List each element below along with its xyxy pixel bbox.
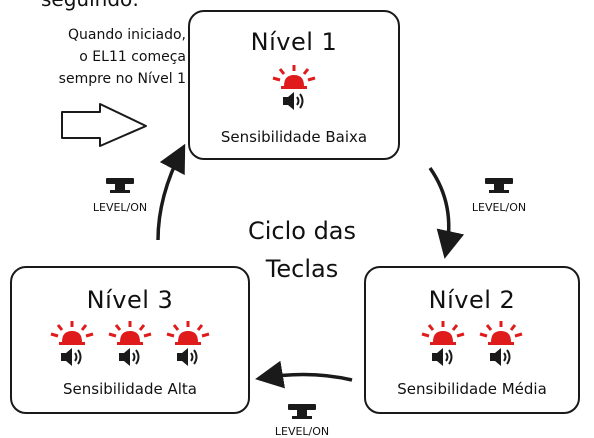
level-1-title: Nível 1 [250,28,338,56]
key-label-left: LEVEL/ON [92,201,148,214]
level-3-title: Nível 3 [86,286,174,314]
arrow-level3-to-level1 [156,143,186,241]
intro-line-3: sempre no Nível 1 [58,71,186,87]
level-2-sensitivity: Sensibilidade Média [397,380,547,398]
key-button-icon [106,178,134,193]
cycle-label-line-2: Teclas [265,255,339,283]
level-2-title: Nível 2 [428,286,516,314]
level-1-box: Nível 1 Sensibilidade Baixa [188,10,400,160]
cycle-label: Ciclo das Teclas [232,212,372,288]
key-label-bottom: LEVEL/ON [274,425,330,438]
siren-icon [108,321,152,345]
siren-icon [479,321,523,345]
cut-off-top-text: seguindo: [0,0,180,11]
arrow-level1-to-level2 [428,166,465,259]
level-2-box: Nível 2 Sensibilidade Média [364,266,580,414]
alarm-unit [49,320,95,368]
siren-icon [50,321,94,345]
speaker-icon [283,92,304,110]
intro-text: Quando iniciado, o EL11 começa sempre no… [0,24,186,90]
speaker-icon [61,348,82,366]
intro-line-2: o EL11 começa [79,49,186,65]
key-button-icon [485,178,513,193]
arrow-level2-to-level3 [255,360,353,389]
level-1-sensitivity: Sensibilidade Baixa [220,128,368,146]
level-3-icons [12,320,248,368]
intro-line-1: Quando iniciado, [68,27,186,43]
alarm-unit [478,320,524,368]
alarm-unit [420,320,466,368]
alarm-unit [107,320,153,368]
key-label-right: LEVEL/ON [471,201,527,214]
start-arrow-icon [61,103,147,147]
alarm-unit [165,320,211,368]
level-3-sensitivity: Sensibilidade Alta [63,380,197,398]
alarm-unit [271,64,317,112]
siren-icon [421,321,465,345]
level-2-icons [366,320,578,368]
speaker-icon [177,348,198,366]
speaker-icon [432,348,453,366]
key-button-icon [288,404,316,419]
cycle-label-line-1: Ciclo das [247,217,357,245]
level-1-icons [190,64,398,112]
siren-icon [272,65,316,89]
siren-icon [166,321,210,345]
speaker-icon [119,348,140,366]
level-3-box: Nível 3 Sensibilidade Alta [10,266,250,414]
speaker-icon [490,348,511,366]
